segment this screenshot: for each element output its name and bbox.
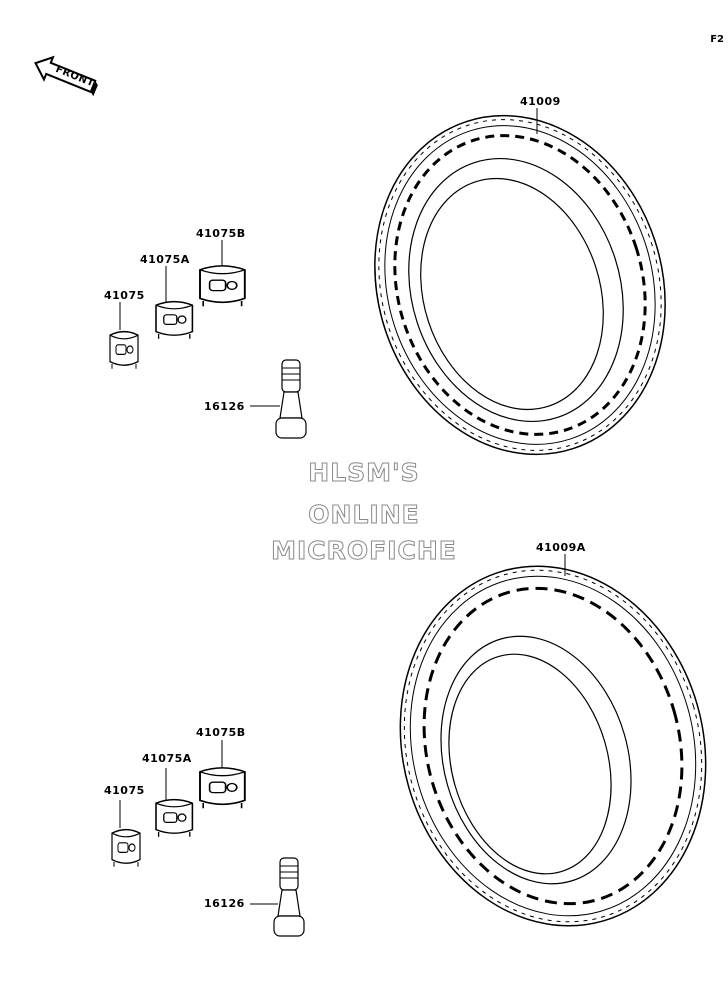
watermark-line-3: MICROFICHE	[271, 536, 457, 566]
label-weight-bottom: 41075	[104, 784, 145, 797]
balance-weight-b-top	[199, 264, 246, 308]
label-weight-b-top: 41075B	[196, 227, 246, 240]
balance-weight-a-bottom	[155, 798, 194, 838]
valve-stem-bottom	[273, 857, 305, 937]
page-code: F2	[710, 34, 724, 45]
label-weight-a-bottom: 41075A	[142, 752, 192, 765]
label-weight-a-top: 41075A	[140, 253, 190, 266]
balance-weight-bottom	[111, 828, 141, 868]
label-front-tire: 41009	[520, 95, 561, 108]
front-arrow-icon	[34, 55, 98, 97]
balance-weight-a-top	[155, 300, 194, 340]
label-rear-tire: 41009A	[536, 541, 586, 554]
label-valve-bottom: 16126	[204, 897, 245, 910]
watermark-line-2: ONLINE	[308, 500, 420, 530]
valve-stem-top	[275, 359, 307, 439]
front-tire	[374, 114, 666, 456]
balance-weight-top	[109, 330, 139, 370]
watermark-line-1: HLSM'S	[308, 458, 420, 488]
rear-tire	[399, 565, 707, 927]
label-weight-b-bottom: 41075B	[196, 726, 246, 739]
label-weight-top: 41075	[104, 289, 145, 302]
label-valve-top: 16126	[204, 400, 245, 413]
balance-weight-b-bottom	[199, 766, 246, 810]
